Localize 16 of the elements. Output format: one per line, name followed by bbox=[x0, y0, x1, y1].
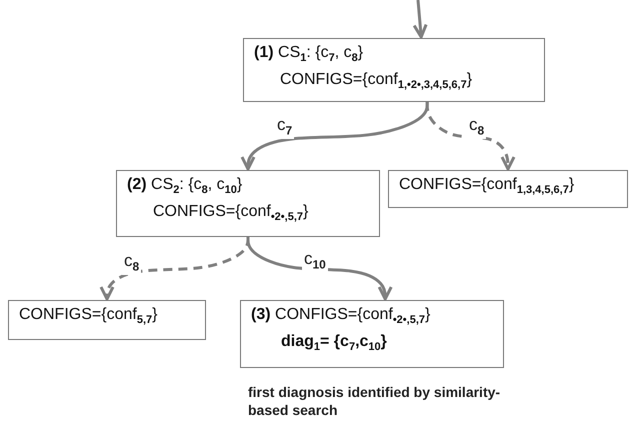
arrow bbox=[412, 0, 428, 38]
state-box bbox=[8, 300, 206, 340]
node-text: (3) CONFIGS={conf$_{•2•,5,7}$} bbox=[251, 305, 432, 328]
node-text: CONFIGS={conf$_{5,7}$} bbox=[19, 305, 158, 328]
node-text: CONFIGS={conf$_{1,3,4,5,6,7}$} bbox=[399, 175, 576, 198]
node-text: CONFIGS={conf$_{1,•2•,3,4,5,6,7}$} bbox=[279, 70, 474, 94]
annotation-text: first diagnosis identified by similarity-based search bbox=[248, 383, 502, 419]
node-text: diag$_{1}$= {c$_{7}$,c$_{10}$} bbox=[280, 332, 388, 356]
arrow bbox=[426, 102, 516, 170]
state-box bbox=[240, 300, 504, 368]
state-box bbox=[388, 170, 628, 208]
node-text: (1) CS$_{1}$: {c$_{7}$, c$_{8}$} bbox=[254, 43, 364, 66]
node-text: CONFIGS={conf$_{•2•,5,7}$} bbox=[152, 202, 310, 226]
state-box bbox=[243, 38, 545, 102]
node-text: (2) CS$_{2}$: {c$_{8}$, c$_{10}$} bbox=[127, 175, 244, 198]
state-box bbox=[116, 170, 380, 237]
